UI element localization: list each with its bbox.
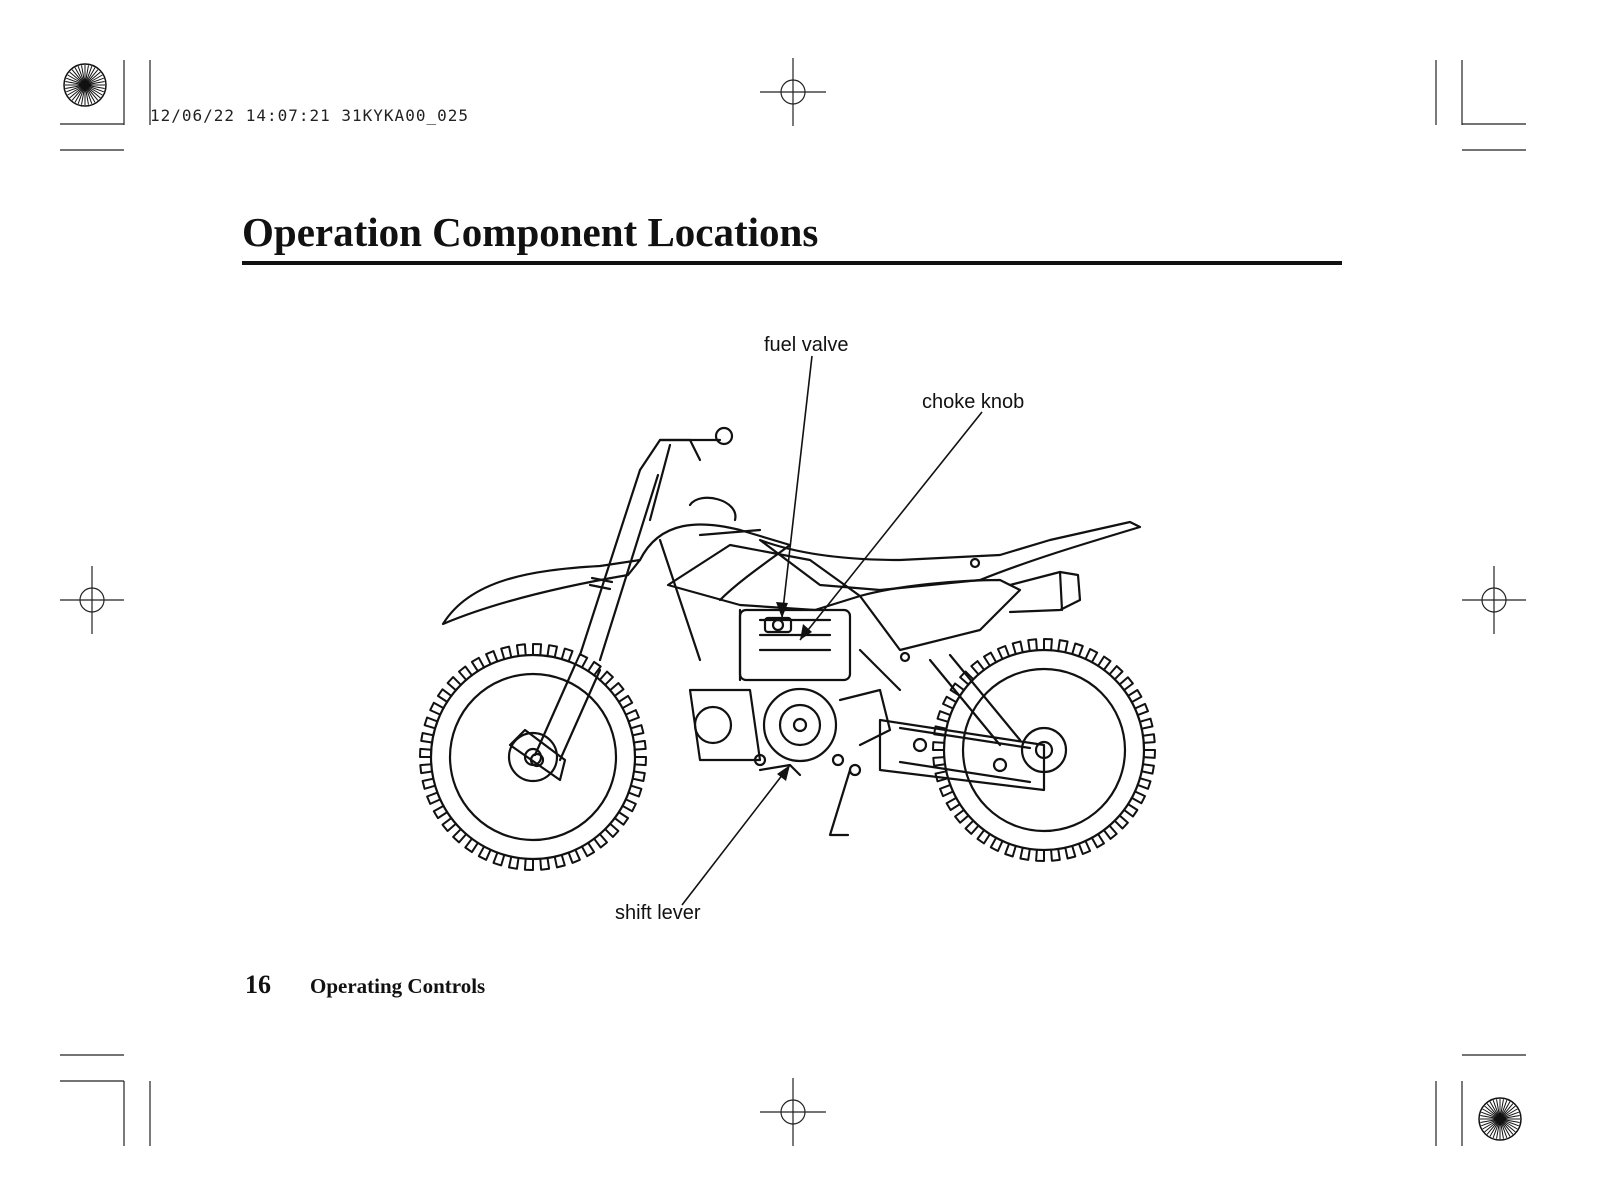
engine-icon <box>688 608 892 777</box>
kickstand-icon <box>828 768 852 837</box>
title-underline <box>242 261 1342 265</box>
choke-knob-leader <box>799 411 983 641</box>
choke-knob-label: choke knob <box>922 391 1025 413</box>
callout-arrowheads <box>776 602 812 781</box>
page-title: Operation Component Locations <box>242 209 819 255</box>
side-panel-icon <box>858 557 1022 663</box>
muffler-icon <box>1008 570 1082 614</box>
fuel-valve-label: fuel valve <box>764 334 849 356</box>
callout-leaders <box>681 355 983 906</box>
page-number: 16 <box>245 970 271 999</box>
front-fender-icon <box>441 558 642 626</box>
rear-wheel-icon <box>932 638 1156 862</box>
fuel-valve-leader <box>781 355 813 619</box>
frame-icon <box>658 538 1022 747</box>
shift-lever-leader <box>681 764 791 906</box>
seat-icon <box>758 520 1142 592</box>
fuel-valve-icon <box>763 616 793 634</box>
section-name: Operating Controls <box>310 974 486 998</box>
fuel-tank-icon <box>638 523 862 612</box>
front-wheel-icon <box>419 643 647 871</box>
handlebar-icon <box>638 426 737 522</box>
print-timestamp: 12/06/22 14:07:21 31KYKA00_025 <box>150 106 469 125</box>
shift-lever-label: shift lever <box>615 902 701 924</box>
swingarm-icon <box>878 718 1046 792</box>
